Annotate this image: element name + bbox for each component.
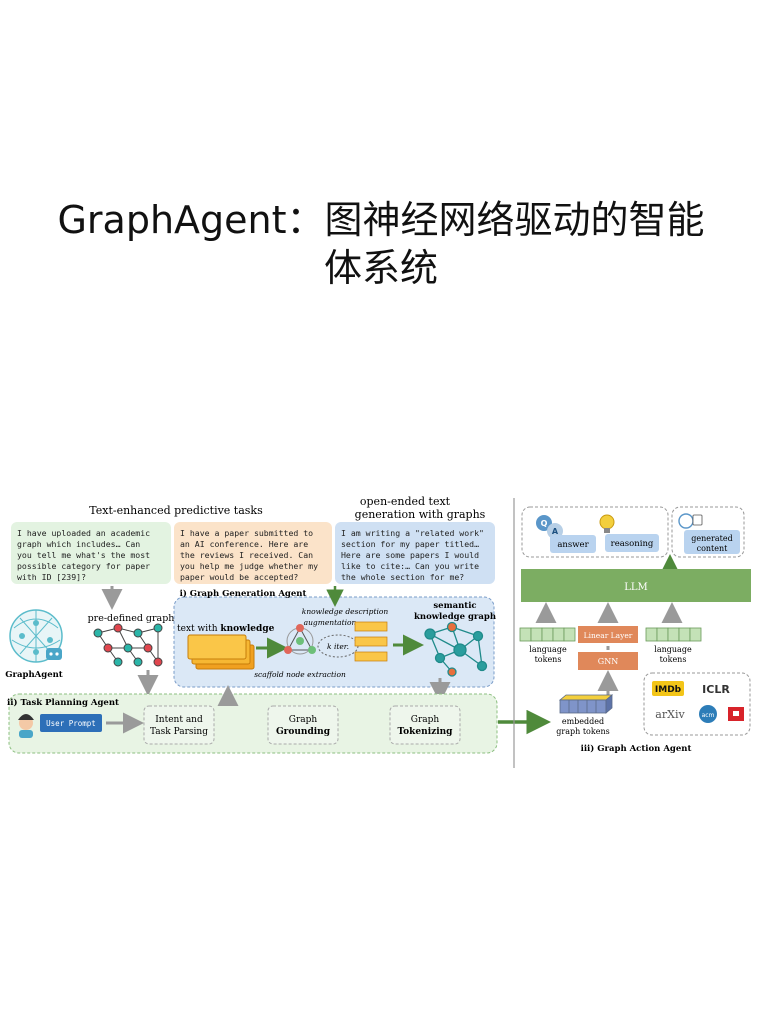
language-tokens-right (645, 627, 702, 642)
graphagent-logo-label: GraphAgent (5, 670, 62, 680)
graph-tokenizing-step (389, 705, 461, 745)
generated-content-chip (684, 530, 740, 554)
intent-line1: Intent and (155, 715, 203, 725)
chat-bubble-icon (678, 513, 703, 529)
prompt-blue-line: I am writing a "related work" (341, 528, 484, 538)
llm-block (521, 569, 751, 602)
reasoning-chip (605, 534, 659, 552)
label-openended-line1: open-ended text (360, 495, 451, 508)
imdb-logo (652, 681, 684, 696)
task-planning-agent-panel (8, 693, 498, 754)
task-planning-agent-title: ii) Task Planning Agent (7, 697, 119, 708)
lightbulb-icon (599, 514, 615, 533)
prompt-blue-line: Here are some papers I would (341, 550, 479, 560)
graph-grounding-step (267, 705, 339, 745)
label-text-with: text with knowledge (177, 624, 275, 634)
scaffold-graph-icon (284, 624, 316, 655)
gnn-label: GNN (598, 657, 618, 666)
label-knowledge-graph: knowledge graph (414, 612, 496, 622)
acm-logo-text: acm (702, 712, 715, 719)
label-semantic: semantic (433, 601, 476, 611)
embedded-line1: embedded (562, 717, 604, 726)
semantic-knowledge-graph-icon (424, 621, 488, 677)
datasets-panel (643, 672, 751, 736)
generated-line2: content (697, 544, 729, 553)
imdb-logo-text: IMDb (655, 685, 682, 695)
slide-title: GraphAgent：图神经网络驱动的智能 体系统 (0, 196, 762, 292)
prompt-orange-line: paper would be accepted? (180, 572, 298, 582)
prompt-green-line: possible category for paper (17, 561, 150, 571)
prompt-green-line: you tell me what's the most (17, 550, 150, 560)
user-avatar (18, 714, 34, 738)
arxiv-logo-text: arXiv (655, 708, 685, 721)
user-prompt-label: User Prompt (46, 719, 96, 728)
label-knowledge-description: knowledge description (302, 607, 389, 616)
llm-label: LLM (624, 582, 648, 593)
prompt-box-review (174, 522, 332, 584)
prompt-box-related-work (335, 522, 495, 584)
tokenizing-line1: Graph (411, 715, 440, 725)
prompt-orange-line: I have a paper submitted to (180, 528, 313, 538)
prompt-green-line: I have uploaded an academic (17, 528, 150, 538)
lang-tokens-left-line2: tokens (535, 655, 562, 664)
prompt-orange-line: you help me judge whether my (180, 561, 318, 571)
user-prompt-chip (40, 714, 102, 732)
tokenizing-line2: Tokenizing (398, 727, 454, 737)
intent-task-parsing-step (143, 705, 215, 745)
label-k-iter: k iter. (327, 642, 349, 651)
lang-tokens-right-line1: language (654, 645, 692, 654)
grounding-line2: Grounding (276, 727, 331, 737)
prompt-green-line: with ID [239]? (17, 572, 86, 582)
linear-layer-block (578, 626, 638, 643)
svg-text:Q: Q (541, 519, 548, 528)
grounding-line1: Graph (289, 715, 318, 725)
outputs-panel (521, 506, 669, 558)
description-blocks (354, 621, 388, 662)
graph-generation-agent-title: i) Graph Generation Agent (180, 588, 307, 599)
reasoning-label: reasoning (611, 539, 654, 549)
slide-title-line-1: GraphAgent：图神经网络驱动的智能 (57, 198, 705, 242)
graphagent-logo (9, 609, 63, 663)
graph-action-agent-title: iii) Graph Action Agent (581, 743, 692, 754)
prompt-blue-line: section for my paper titled… (341, 539, 479, 549)
prompt-blue-line: like to cite:… Can you write (341, 561, 479, 571)
label-predictive-tasks: Text-enhanced predictive tasks (89, 504, 263, 517)
dblp-logo-mark (733, 711, 739, 716)
lang-tokens-right-line2: tokens (660, 655, 687, 664)
generated-output-panel (671, 506, 745, 558)
embedded-graph-tokens (558, 694, 614, 714)
intent-line2: Task Parsing (150, 727, 208, 737)
document-stack-icon (187, 634, 255, 670)
label-augmentation: augmentation (304, 618, 357, 627)
prompt-orange-line: an AI conference. Here are (180, 539, 308, 549)
prompt-blue-line: the whole section for me? (341, 572, 464, 582)
embedded-line2: graph tokens (556, 727, 609, 736)
slide-title-line-2: 体系统 (323, 246, 438, 290)
acm-logo (699, 705, 717, 723)
language-tokens-left (519, 627, 576, 642)
generated-line1: generated (691, 534, 732, 543)
iclr-logo-text: ICLR (702, 683, 730, 696)
svg-text:A: A (552, 527, 559, 536)
label-predefined-graph: pre-defined graph (88, 613, 175, 624)
linear-layer-label: Linear Layer (584, 631, 633, 640)
prompt-box-classification (11, 522, 171, 584)
label-openended-line2: generation with graphs (355, 508, 486, 521)
prompt-green-line: graph which includes… Can (17, 539, 140, 549)
predefined-graph-icon (93, 623, 163, 667)
answer-chip (550, 535, 596, 553)
prompt-orange-line: the reviews I received. Can (180, 550, 313, 560)
lang-tokens-left-line1: language (529, 645, 567, 654)
answer-label: answer (557, 540, 589, 550)
label-scaffold-extraction: scaffold node extraction (254, 670, 346, 679)
gnn-block (578, 652, 638, 670)
